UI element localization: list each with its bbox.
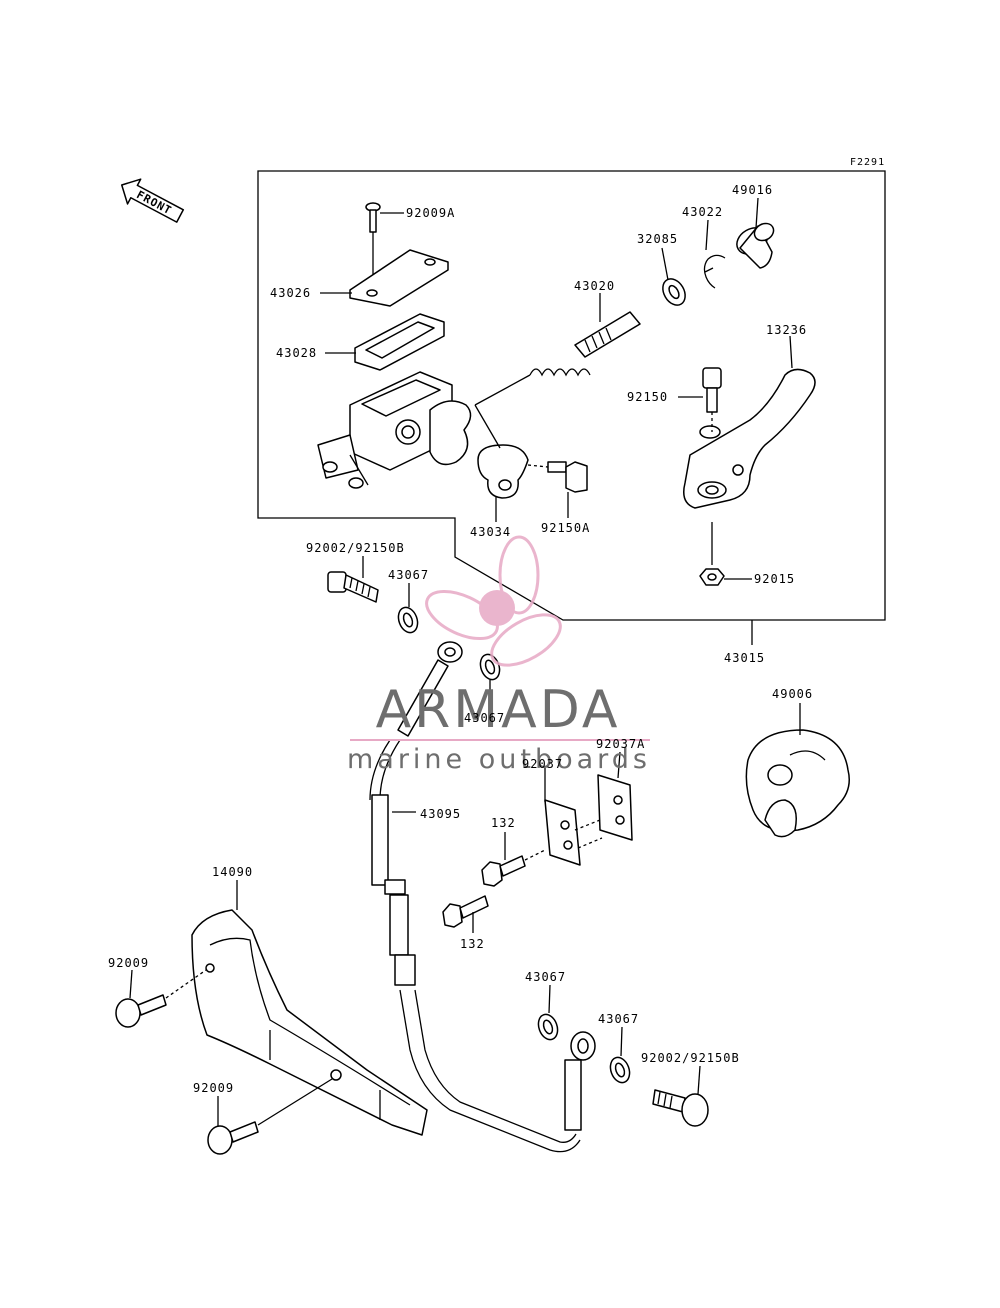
front-arrow-icon: FRONT [120,178,185,223]
propeller-logo-icon [425,535,562,667]
washer-43067-d [609,1056,631,1084]
part-label: 92015 [754,572,795,586]
clamp-43034 [474,404,529,499]
part-label: 43020 [574,279,615,293]
leader-lines [129,197,801,1126]
part-label: 132 [460,937,485,951]
part-label: 32085 [637,232,678,246]
part-label: 43067 [464,711,505,725]
part-label: 92009A [406,206,455,220]
part-label: 43067 [598,1012,639,1026]
bracket-92037A [574,774,633,849]
lever-13236 [683,368,816,509]
part-label: 43028 [276,346,317,360]
master-cylinder-body [317,371,472,489]
skid-plate-14090 [191,909,428,1136]
part-label: 43022 [682,205,723,219]
part-label: 13236 [766,323,807,337]
part-label: 92009 [108,956,149,970]
part-label: 43015 [724,651,765,665]
part-label: 49016 [732,183,773,197]
part-label: 132 [491,816,516,830]
circlip-43022 [703,254,726,289]
part-label: 92150 [627,390,668,404]
bolt-132-a [481,849,546,887]
banjo-bolt-top [327,571,379,603]
diaphragm-43028 [354,313,445,371]
guard-49006 [745,729,850,838]
part-label: 92037A [596,737,645,751]
washer-32085 [662,278,686,306]
nut-92015 [699,522,725,586]
part-label: 49006 [772,687,813,701]
part-label: 43067 [388,568,429,582]
banjo-bolt-bottom [652,1089,709,1127]
figure-code: F2291 [850,157,885,168]
brake-hose-43095 [369,641,596,1153]
boot-49016 [736,222,775,269]
part-label: 92002/92150B [306,541,405,555]
washer-43067-c [537,1013,559,1041]
part-label: 43095 [420,807,461,821]
part-label: 43067 [525,970,566,984]
part-label: 92002/92150B [641,1051,740,1065]
bolt-132-b [442,895,489,928]
bolt-92150 [702,367,722,432]
bolt-92150A [527,461,588,493]
part-label: 43026 [270,286,311,300]
washer-43067-b [479,653,501,681]
bolt-92009-a [115,969,207,1028]
watermark-brand: ARMADA [376,680,621,740]
armada-watermark: ARMADA marine outboards [347,535,651,775]
part-label: 92037 [522,757,563,771]
part-label: 14090 [212,865,253,879]
reservoir-cap-43026 [349,249,449,307]
washer-43067-a [397,606,419,634]
watermark-tagline: marine outboards [347,744,651,775]
assembly-outline [257,170,886,621]
bracket-92037 [544,799,581,866]
bolt-92009-b [207,1078,333,1155]
part-label: 43034 [470,525,511,539]
part-label: 92150A [541,521,590,535]
part-label: 92009 [193,1081,234,1095]
piston-43020 [474,311,641,406]
